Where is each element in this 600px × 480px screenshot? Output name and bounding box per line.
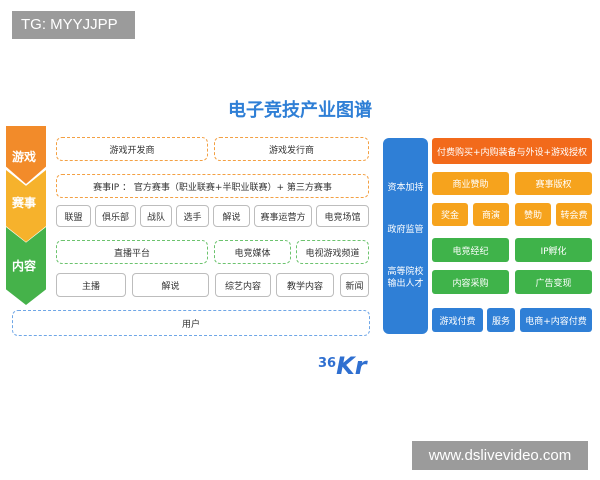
support-column: 资本加持 政府监管 高等院校输出人才 — [383, 138, 428, 334]
tg-label: TG: MYYJJPP — [12, 11, 135, 39]
revenue-performance: 商演 — [473, 203, 509, 226]
diagram-title: 电子竞技产业图谱 — [228, 100, 372, 121]
game-publisher-box: 游戏发行商 — [214, 137, 369, 161]
revenue-ip-incubation: IP孵化 — [515, 238, 592, 262]
revenue-ecommerce: 电商+内容付费 — [520, 308, 592, 332]
university-talent: 高等院校输出人才 — [387, 267, 424, 289]
arrow-event-label: 赛事 — [11, 196, 36, 210]
watermark-label: www.dslivevideo.com — [412, 441, 588, 470]
revenue-sponsor: 商业赞助 — [432, 172, 509, 195]
event-item: 联盟 — [56, 205, 91, 227]
capital-support: 资本加持 — [387, 183, 424, 193]
content-item: 解说 — [132, 273, 209, 297]
event-item: 赛事运营方 — [254, 205, 312, 227]
revenue-content-purchase: 内容采购 — [432, 270, 509, 294]
revenue-game: 付费购买+内购装备与外设+游戏授权 — [432, 138, 592, 164]
content-box: 直播平台 — [56, 240, 208, 264]
revenue-transfer-fee: 转会费 — [556, 203, 592, 226]
game-developer-box: 游戏开发商 — [56, 137, 208, 161]
revenue-agency: 电竞经纪 — [432, 238, 509, 262]
content-item: 新闻 — [340, 273, 369, 297]
revenue-advertising: 广告变现 — [515, 270, 592, 294]
event-item: 俱乐部 — [95, 205, 136, 227]
event-item: 电竞场馆 — [316, 205, 369, 227]
government-regulation: 政府监管 — [387, 225, 424, 235]
event-item: 战队 — [140, 205, 172, 227]
content-item: 主播 — [56, 273, 126, 297]
revenue-prize: 奖金 — [432, 203, 468, 226]
content-item: 教学内容 — [276, 273, 334, 297]
content-item: 综艺内容 — [215, 273, 271, 297]
revenue-game-payment: 游戏付费 — [432, 308, 483, 332]
content-box: 电视游戏频道 — [296, 240, 369, 264]
arrow-content: 内容 — [6, 227, 46, 305]
users-box: 用户 — [12, 310, 370, 336]
event-item: 解说 — [213, 205, 250, 227]
arrow-game-label: 游戏 — [11, 150, 36, 164]
logo-number: 36 — [318, 356, 337, 371]
revenue-sponsorship: 赞助 — [515, 203, 551, 226]
event-item: 选手 — [176, 205, 209, 227]
36kr-logo: 36Kr — [318, 352, 367, 380]
content-box: 电竞媒体 — [214, 240, 291, 264]
revenue-services: 服务 — [487, 308, 515, 332]
arrow-content-label: 内容 — [11, 259, 36, 273]
logo-letters: Kr — [336, 352, 367, 380]
revenue-broadcast-rights: 赛事版权 — [515, 172, 592, 195]
event-ip-box: 赛事IP ： 官方赛事（职业联赛+半职业联赛）+ 第三方赛事 — [56, 174, 369, 198]
